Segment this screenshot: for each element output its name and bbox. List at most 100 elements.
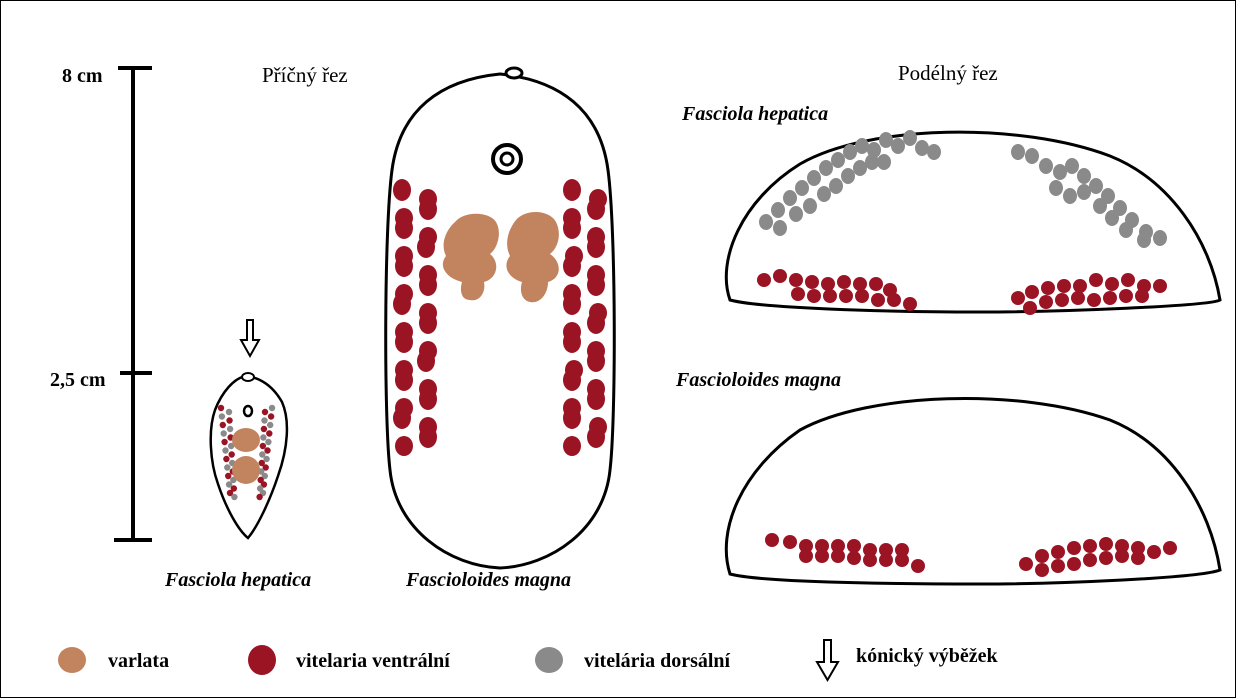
down-arrow-icon [817, 640, 838, 680]
long-top-ventral-vitellarium [807, 289, 821, 303]
long-top-ventral-vitellarium [1025, 285, 1039, 299]
long-top-ventral-vitellarium [805, 275, 819, 289]
long-top-dorsal-vitellarium [819, 160, 833, 176]
small-vitellarium [264, 447, 270, 453]
long-top-dorsal-vitellarium [1077, 184, 1091, 200]
scale-label-8cm: 8 cm [62, 65, 103, 87]
small-ventral-sucker [244, 406, 252, 416]
small-vitellarium [261, 417, 267, 423]
long-top-dorsal-vitellarium [1119, 222, 1133, 238]
large-vitellarium [395, 436, 413, 456]
long-top-ventral-vitellarium [1089, 273, 1103, 287]
long-top-ventral-vitellarium [823, 289, 837, 303]
large-specimen-label: Fascioloides magna [405, 569, 571, 591]
testis-dot-icon [58, 647, 86, 673]
long-bottom-ventral-vitellarium [799, 549, 813, 563]
small-vitellarium [261, 426, 267, 432]
ventral-vitellaria-dot-icon [248, 645, 276, 675]
long-top-dorsal-vitellarium [841, 168, 855, 184]
long-bottom-ventral-vitellarium [1163, 541, 1177, 555]
long-top-ventral-vitellarium [1121, 273, 1135, 287]
long-top-dorsal-vitellarium [1065, 158, 1079, 174]
long-top-label: Fasciola hepatica [681, 103, 828, 125]
long-top-dorsal-vitellarium [831, 152, 845, 168]
large-vitellarium [587, 312, 605, 334]
small-testis-posterior [232, 456, 260, 484]
long-top-ventral-vitellarium [1055, 293, 1069, 307]
small-specimen-label: Fasciola hepatica [164, 569, 311, 591]
small-vitellarium [221, 439, 227, 445]
small-vitellarium [222, 447, 228, 453]
long-top-dorsal-vitellarium [927, 144, 941, 160]
long-bottom-ventral-vitellarium [1099, 537, 1113, 551]
long-top-dorsal-vitellarium [1153, 230, 1167, 246]
long-top-dorsal-vitellarium [1105, 210, 1119, 226]
large-vitellarium [587, 198, 605, 220]
long-top-dorsal-vitellarium [1053, 164, 1067, 180]
long-top-dorsal-vitellarium [807, 170, 821, 186]
small-vitellarium [219, 413, 225, 419]
down-arrow-icon [241, 320, 259, 356]
small-vitellarium [267, 422, 273, 428]
long-top-dorsal-vitellarium [783, 190, 797, 206]
long-top-dorsal-vitellarium [789, 206, 803, 222]
long-bottom-ventral-vitellarium [1067, 541, 1081, 555]
small-oral-sucker [242, 373, 254, 381]
long-top-ventral-vitellarium [1057, 279, 1071, 293]
long-top-dorsal-vitellarium [1063, 188, 1077, 204]
large-vitellarium [563, 331, 581, 353]
long-top-ventral-vitellarium [1105, 277, 1119, 291]
long-top-dorsal-vitellarium [773, 220, 787, 236]
long-bottom-ventral-vitellarium [847, 539, 861, 553]
small-vitellarium [256, 494, 262, 500]
long-bottom-ventral-vitellarium [1051, 559, 1065, 573]
long-top-ventral-vitellarium [1023, 301, 1037, 315]
long-top-ventral-vitellarium [839, 289, 853, 303]
long-top-ventral-vitellarium [855, 289, 869, 303]
small-vitellarium [220, 422, 226, 428]
large-vitellarium [419, 388, 437, 410]
small-testis-anterior [232, 428, 260, 452]
large-vitellarium [587, 274, 605, 296]
small-vitellarium [266, 430, 272, 436]
long-bottom-ventral-vitellarium [1035, 563, 1049, 577]
long-top-ventral-vitellarium [837, 275, 851, 289]
longitudinal-section-heading: Podélný řez [898, 61, 998, 85]
long-top-ventral-vitellarium [821, 277, 835, 291]
large-vitellarium [419, 312, 437, 334]
large-ventral-sucker [493, 145, 521, 173]
large-vitellarium [419, 426, 437, 448]
long-top-dorsal-vitellarium [795, 180, 809, 196]
legend-label-testes: varlata [108, 650, 169, 672]
long-section-hepatica [726, 130, 1220, 315]
long-top-dorsal-vitellarium [817, 186, 831, 202]
large-vitellarium [417, 236, 435, 258]
long-top-ventral-vitellarium [871, 293, 885, 307]
long-bottom-ventral-vitellarium [1115, 549, 1129, 563]
long-bottom-ventral-vitellarium [1051, 545, 1065, 559]
long-bottom-ventral-vitellarium [863, 553, 877, 567]
long-top-ventral-vitellarium [1153, 279, 1167, 293]
small-vitellarium [226, 409, 232, 415]
long-bottom-ventral-vitellarium [1067, 557, 1081, 571]
long-top-dorsal-vitellarium [1049, 180, 1063, 196]
legend-label-dorsal: vitelária dorsální [584, 650, 731, 672]
long-bottom-ventral-vitellarium [1019, 557, 1033, 571]
large-vitellarium [417, 350, 435, 372]
long-top-dorsal-vitellarium [865, 154, 879, 170]
long-bottom-label: Fascioloides magna [675, 369, 841, 391]
large-vitellarium [395, 369, 413, 391]
large-vitellarium [563, 179, 581, 201]
small-vitellarium [231, 494, 237, 500]
long-bottom-ventral-vitellarium [831, 549, 845, 563]
fasciola-hepatica-small-body [211, 373, 287, 538]
long-bottom-ventral-vitellarium [879, 553, 893, 567]
large-oral-sucker [506, 68, 522, 78]
large-vitellarium [395, 217, 413, 239]
large-vitellarium [395, 255, 413, 277]
long-top-ventral-vitellarium [903, 297, 917, 311]
fascioloides-magna-large-body [386, 68, 615, 568]
large-vitellarium [563, 407, 581, 429]
long-top-ventral-vitellarium [1071, 291, 1085, 305]
long-top-dorsal-vitellarium [1093, 198, 1107, 214]
